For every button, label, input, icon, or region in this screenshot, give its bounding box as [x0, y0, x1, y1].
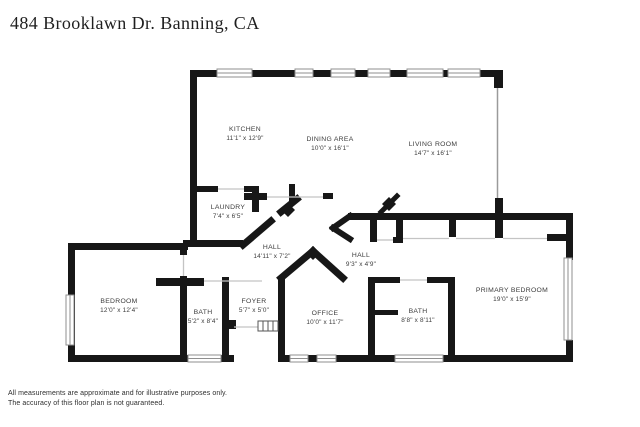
room-dims-bath-left: 5'2" x 8'4"	[188, 318, 218, 325]
door-icon	[382, 197, 396, 211]
room-label-bath-left: BATH	[194, 309, 213, 316]
room-label-laundry: LAUNDRY	[211, 204, 246, 211]
room-label-dining-area: DINING AREA	[306, 136, 353, 143]
room-dims-laundry: 7'4" x 6'5"	[213, 213, 243, 220]
windows	[65, 68, 573, 363]
entry-door-icon	[257, 320, 279, 332]
room-label-primary-bedroom: PRIMARY BEDROOM	[476, 287, 548, 294]
room-label-hall-small: HALL	[352, 252, 370, 259]
room-label-office: OFFICE	[312, 310, 339, 317]
opening-lines	[182, 188, 547, 328]
room-dims-dining-area: 10'0" x 16'1"	[311, 145, 349, 152]
room-label-foyer: FOYER	[242, 298, 267, 305]
room-dims-kitchen: 11'1" x 12'9"	[226, 135, 263, 142]
room-dims-foyer: 5'7" x 5'0"	[239, 307, 269, 314]
room-dims-office: 10'0" x 11'7"	[306, 319, 343, 326]
room-dims-bath-right: 8'8" x 8'11"	[401, 317, 434, 324]
room-label-bath-right: BATH	[409, 308, 428, 315]
room-dims-bedroom: 12'0" x 12'4"	[100, 307, 138, 314]
page-title: 484 Brooklawn Dr. Banning, CA	[10, 13, 260, 33]
room-dims-primary-bedroom: 19'0" x 15'9"	[493, 296, 531, 303]
door-icon	[306, 246, 320, 260]
door-symbols	[281, 197, 396, 260]
disclaimer: All measurements are approximate and for…	[8, 389, 227, 409]
room-label-bedroom: BEDROOM	[100, 298, 137, 305]
room-label-hall-main: HALL	[263, 244, 281, 251]
room-labels: KITCHEN 11'1" x 12'9" DINING AREA 10'0" x 1…	[100, 126, 548, 326]
room-label-kitchen: KITCHEN	[229, 126, 261, 133]
room-dims-hall-main: 14'11" x 7'2"	[253, 253, 290, 260]
room-label-living-room: LIVING ROOM	[409, 141, 458, 148]
walls	[68, 70, 573, 362]
room-dims-hall-small: 9'3" x 4'9"	[346, 261, 376, 268]
disclaimer-line-1: All measurements are approximate and for…	[8, 390, 228, 397]
disclaimer-line-2: The accuracy of this floor plan is not g…	[8, 400, 165, 407]
door-icon	[281, 203, 295, 217]
room-dims-living-room: 14'7" x 16'1"	[414, 150, 452, 157]
